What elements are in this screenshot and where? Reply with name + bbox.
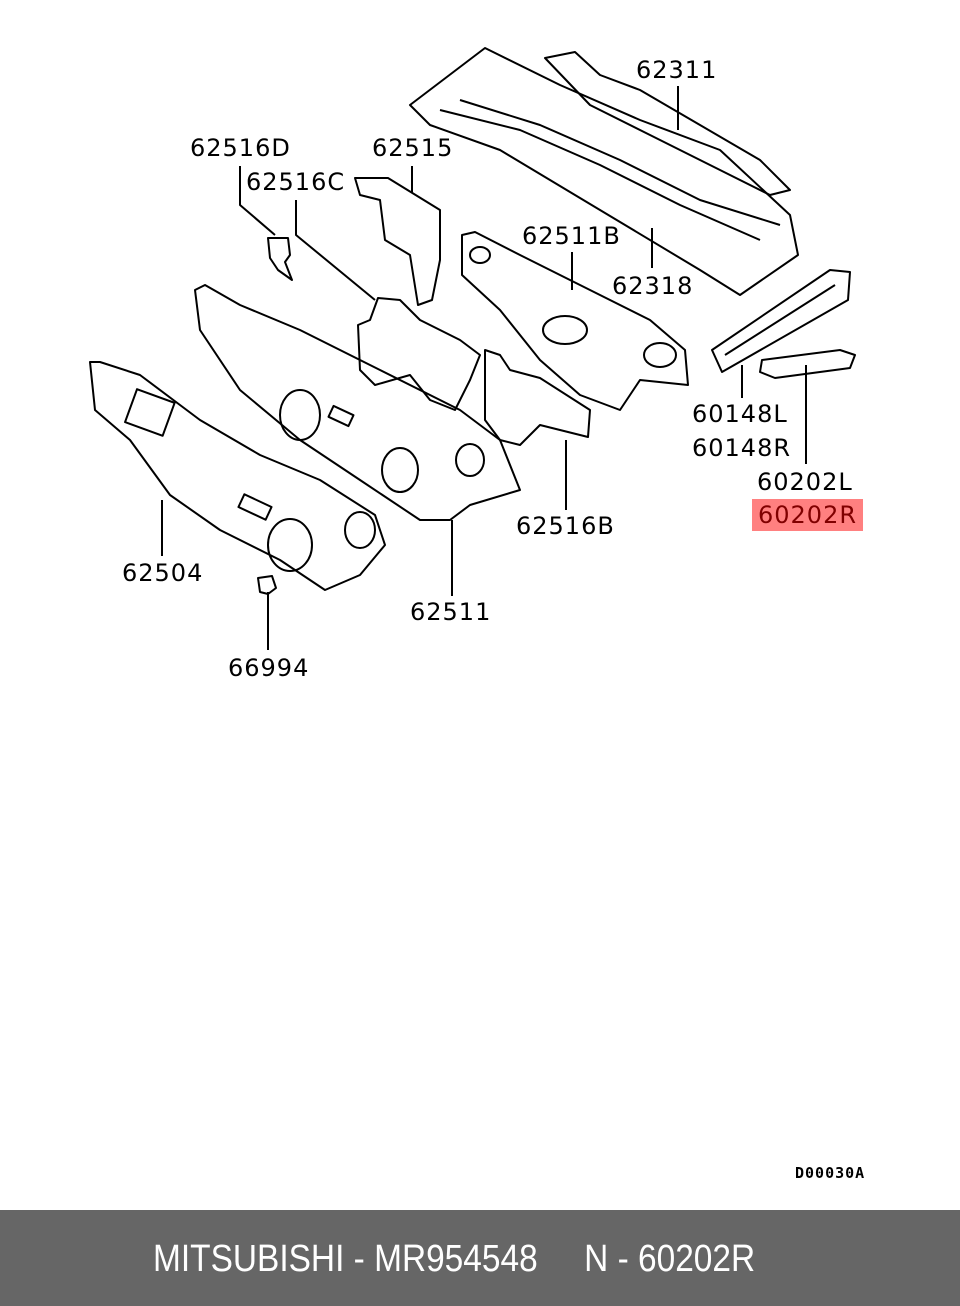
cowl-panel-drawing	[409, 47, 799, 296]
part-label-62511B[interactable]: 62511B	[522, 222, 621, 250]
pad-62516D-drawing	[267, 237, 293, 281]
part-label-62311[interactable]: 62311	[636, 56, 718, 84]
footer-bar: MITSUBISHI - MR954548 N - 60202R	[0, 1210, 960, 1306]
dash-insulator-62511B-drawing	[461, 231, 689, 411]
part-label-62516D[interactable]: 62516D	[190, 134, 291, 162]
part-label-60148R[interactable]: 60148R	[692, 434, 792, 462]
bracket-60202-drawing	[759, 349, 856, 379]
parts-illustration	[89, 47, 856, 650]
part-label-62515[interactable]: 62515	[372, 134, 454, 162]
part-label-62504[interactable]: 62504	[122, 559, 204, 587]
part-label-60148L[interactable]: 60148L	[692, 400, 788, 428]
pad-62516B-drawing	[484, 349, 591, 446]
drawing-code: D00030A	[795, 1164, 866, 1182]
reinforcement-60148-drawing	[711, 269, 851, 373]
part-label-66994[interactable]: 66994	[228, 654, 310, 682]
part-label-62511[interactable]: 62511	[410, 598, 492, 626]
part-label-60202L[interactable]: 60202L	[757, 468, 853, 496]
footer-part-info: MITSUBISHI - MR954548 N - 60202R	[153, 1238, 756, 1280]
clip-66994-drawing	[257, 575, 277, 595]
pad-62515-drawing	[354, 177, 441, 306]
part-label-62318[interactable]: 62318	[612, 272, 694, 300]
part-label-60202R-highlighted[interactable]: 60202R	[752, 499, 864, 531]
part-label-62516C[interactable]: 62516C	[246, 168, 346, 196]
pad-62516C-drawing	[357, 297, 481, 411]
dash-panel-62511-drawing	[194, 284, 521, 521]
leader-lines	[161, 86, 807, 650]
part-label-62516B[interactable]: 62516B	[516, 512, 615, 540]
dash-panel-62504-drawing	[89, 361, 386, 591]
